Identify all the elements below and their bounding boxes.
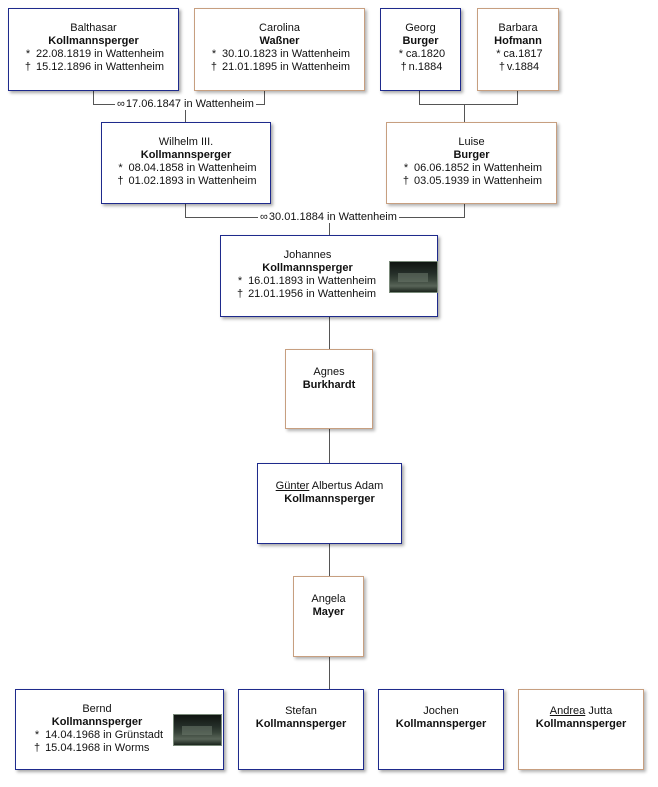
marriage-label-2: ∞ 30.01.1884 in Wattenheim xyxy=(258,211,399,223)
person-box-carolina[interactable]: Carolina Waßner * 30.10.1823 in Wattenhe… xyxy=(194,8,365,91)
connector-line xyxy=(419,91,420,105)
person-box-agnes[interactable]: Agnes Burkhardt xyxy=(285,349,373,429)
birth-event: * 08.04.1858 in Wattenheim xyxy=(102,162,270,175)
death-icon: † xyxy=(400,61,407,73)
death-icon: † xyxy=(210,61,218,73)
birth-event: * 06.06.1852 in Wattenheim xyxy=(387,162,556,175)
connector-line xyxy=(517,91,518,105)
birth-icon: * xyxy=(211,48,217,60)
person-box-johannes[interactable]: Johannes Kollmannsperger * 16.01.1893 in… xyxy=(220,235,438,317)
connector-line xyxy=(419,104,518,105)
birth-icon: * xyxy=(237,275,243,287)
person-box-georg[interactable]: Georg Burger *ca.1820 †n.1884 xyxy=(380,8,461,91)
death-event: † 21.01.1895 in Wattenheim xyxy=(210,61,351,73)
death-icon: † xyxy=(24,61,32,73)
person-box-barbara[interactable]: Barbara Hofmann *ca.1817 †v.1884 xyxy=(477,8,559,91)
person-box-balthasar[interactable]: Balthasar Kollmannsperger * 22.08.1819 i… xyxy=(8,8,179,91)
person-box-bernd[interactable]: Bernd Kollmannsperger * 14.04.1968 in Gr… xyxy=(15,689,224,770)
death-icon: † xyxy=(117,175,124,187)
connector-line xyxy=(185,104,186,122)
connector-line xyxy=(329,217,330,235)
birth-icon: * xyxy=(34,729,40,741)
birth-icon: * xyxy=(398,48,404,60)
marriage-label-1: ∞ 17.06.1847 in Wattenheim xyxy=(115,98,256,110)
person-box-stefan[interactable]: Stefan Kollmannsperger xyxy=(238,689,364,770)
death-event: † 21.01.1956 in Wattenheim xyxy=(236,288,377,300)
death-icon: † xyxy=(236,288,244,300)
connector-line xyxy=(264,91,265,104)
birth-icon: * xyxy=(496,48,501,60)
death-event: †n.1884 xyxy=(400,61,443,73)
connector-line xyxy=(329,657,330,689)
connector-line xyxy=(329,429,330,463)
birth-icon: * xyxy=(403,162,409,174)
death-event: †v.1884 xyxy=(498,61,540,73)
birth-event: *ca.1817 xyxy=(478,48,558,61)
person-box-jochen[interactable]: Jochen Kollmannsperger xyxy=(378,689,504,770)
birth-event: * 22.08.1819 in Wattenheim xyxy=(9,48,178,61)
death-icon: † xyxy=(33,742,41,754)
birth-icon: * xyxy=(118,162,123,174)
connector-line xyxy=(185,204,186,218)
death-event: † 15.12.1896 in Wattenheim xyxy=(24,61,165,73)
person-box-angela[interactable]: Angela Mayer xyxy=(293,576,364,657)
person-box-guenter[interactable]: Günter Albertus Adam Kollmannsperger xyxy=(257,463,402,544)
death-icon: † xyxy=(498,61,505,73)
birth-event: *ca.1820 xyxy=(381,48,460,61)
birth-event: * 30.10.1823 in Wattenheim xyxy=(195,48,364,61)
person-box-luise[interactable]: Luise Burger * 06.06.1852 in Wattenheim … xyxy=(386,122,557,204)
death-event: † 03.05.1939 in Wattenheim xyxy=(402,175,543,187)
connector-line xyxy=(93,91,94,104)
connector-line xyxy=(464,204,465,218)
birth-event: * 16.01.1893 in Wattenheim xyxy=(235,275,437,288)
death-icon: † xyxy=(402,175,410,187)
death-event: † 15.04.1968 in Worms xyxy=(33,742,150,754)
person-photo[interactable] xyxy=(389,261,438,293)
marriage-icon: ∞ xyxy=(117,98,125,110)
birth-icon: * xyxy=(25,48,31,60)
death-event: † 01.02.1893 in Wattenheim xyxy=(117,175,257,187)
person-box-wilhelm[interactable]: Wilhelm III. Kollmannsperger * 08.04.185… xyxy=(101,122,271,204)
person-photo[interactable] xyxy=(173,714,222,746)
connector-line xyxy=(329,544,330,576)
connector-line xyxy=(329,317,330,349)
connector-line xyxy=(464,104,465,122)
marriage-icon: ∞ xyxy=(260,211,268,223)
person-box-andrea[interactable]: Andrea Jutta Kollmannsperger xyxy=(518,689,644,770)
birth-event: * 14.04.1968 in Grünstadt xyxy=(32,729,223,742)
